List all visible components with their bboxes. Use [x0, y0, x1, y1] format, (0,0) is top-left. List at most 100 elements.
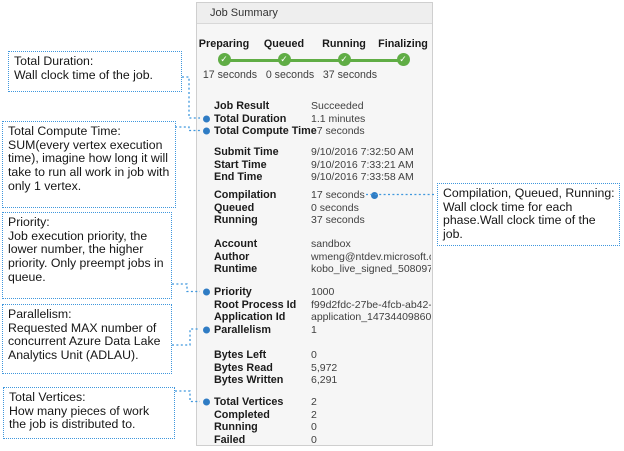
callout-body: How many pieces of work the job is distr… — [9, 403, 150, 432]
table-row: Submit Time 9/10/2016 7:32:50 AM — [197, 146, 431, 159]
row-value-text: 1000 — [311, 286, 335, 299]
table-row: Root Process Id f99d2fdc-27be-4fcb-ab42-8… — [197, 299, 431, 312]
row-value: 37 seconds — [311, 214, 431, 226]
row-value-text: wmeng@ntdev.microsoft.com — [311, 250, 431, 263]
stage-label-queued: Queued — [263, 38, 305, 50]
row-value: 0 — [311, 434, 431, 446]
row-label: Account — [214, 238, 258, 251]
stage-time: 37 seconds — [322, 69, 378, 81]
row-label: Root Process Id — [214, 298, 297, 311]
annotation-marker-icon — [203, 326, 210, 334]
row-label: Bytes Written — [214, 374, 284, 387]
row-value-text: 0 — [311, 433, 317, 446]
callout-body: SUM(every vertex execution time), imagin… — [8, 137, 170, 193]
row-label: Total Duration — [214, 112, 287, 125]
row-value: sandbox — [311, 238, 431, 250]
row-value-text: 37 seconds — [311, 214, 365, 227]
table-row: Queued 0 seconds — [197, 202, 431, 215]
row-label: Queued — [214, 201, 255, 214]
row-value: 1.1 minutes — [311, 113, 431, 125]
table-row: Total Duration 1.1 minutes — [197, 113, 431, 126]
row-label: Completed — [214, 408, 270, 421]
table-row: Runtime kobo_live_signed_5080972 — [197, 263, 431, 276]
row-value-text: 0 seconds — [311, 201, 359, 214]
row-label: Parallelism — [214, 323, 272, 336]
row-label: Priority — [214, 286, 252, 299]
callout-title: Total Compute Time: — [8, 124, 121, 138]
table-row: Failed 0 — [197, 434, 431, 447]
row-value: 2 — [311, 396, 431, 408]
row-value-text: 2 — [311, 408, 317, 421]
callout-body: Wall clock time of the job. — [14, 67, 153, 82]
table-row: Application Id application_1473440986063_… — [197, 311, 431, 324]
row-value-text: Succeeded — [311, 100, 364, 113]
row-value: application_1473440986063_1949 — [311, 311, 431, 323]
row-value-text: 2 — [311, 396, 317, 409]
row-label: Failed — [214, 433, 246, 446]
callout-title: Compilation, Queued, Running: — [443, 186, 615, 200]
row-value-text: f99d2fdc-27be-4fcb-ab42-8a41e76' — [311, 298, 431, 311]
row-label: Author — [214, 250, 250, 263]
row-value: wmeng@ntdev.microsoft.com — [311, 251, 431, 263]
stage-check-icon: ✓ — [277, 53, 291, 66]
row-value: 5,972 — [311, 362, 431, 374]
stage-label-running: Running — [322, 38, 366, 50]
row-value-text: kobo_live_signed_5080972 — [311, 263, 431, 276]
callout-title: Parallelism: — [8, 307, 72, 321]
table-row: Author wmeng@ntdev.microsoft.com — [197, 251, 431, 264]
row-value: Succeeded — [311, 100, 431, 112]
row-label: Runtime — [214, 263, 258, 276]
callout-body: Job execution priority, the lower number… — [8, 228, 164, 284]
row-value-text: 9/10/2016 7:32:50 AM — [311, 146, 414, 159]
row-value: 7 seconds — [317, 125, 431, 137]
stage-label-preparing: Preparing — [198, 38, 250, 50]
row-value-text: 9/10/2016 7:33:21 AM — [311, 158, 414, 171]
row-label: Submit Time — [214, 146, 279, 159]
callout-total-vertices: Total Vertices:How many pieces of work t… — [3, 387, 175, 439]
row-value: 1 — [311, 324, 431, 336]
stage-check-icon: ✓ — [217, 53, 231, 66]
annotation-marker-icon — [203, 398, 210, 406]
callout-total-duration: Total Duration:Wall clock time of the jo… — [8, 51, 182, 92]
row-label: Application Id — [214, 311, 286, 324]
table-row: Priority 1000 — [197, 286, 431, 299]
annotation-marker-icon — [203, 115, 210, 123]
row-value: 9/10/2016 7:32:50 AM — [311, 146, 431, 158]
stage-progress-line — [224, 58, 403, 62]
table-row: Account sandbox — [197, 238, 431, 251]
row-label: Compilation — [214, 189, 277, 202]
row-label: Start Time — [214, 158, 267, 171]
row-value-text: sandbox — [311, 238, 351, 251]
annotation-marker-icon — [203, 127, 210, 135]
row-label: Running — [214, 421, 258, 434]
row-value: 0 — [311, 349, 431, 361]
row-value-text: 0 — [311, 421, 317, 434]
row-value-text: 6,291 — [311, 374, 338, 387]
row-label: End Time — [214, 171, 263, 184]
row-label: Job Result — [214, 100, 270, 113]
panel-title: Job Summary — [197, 3, 432, 24]
row-value: 0 seconds — [311, 202, 431, 214]
annotation-marker-icon — [203, 288, 210, 296]
row-value-text: 1 — [311, 323, 317, 336]
row-label: Total Compute Time — [214, 125, 317, 138]
table-row: Start Time 9/10/2016 7:33:21 AM — [197, 159, 431, 172]
stage-check-icon: ✓ — [396, 53, 410, 66]
table-row: Job Result Succeeded — [197, 100, 431, 113]
callout-parallelism: Parallelism:Requested MAX number of conc… — [2, 304, 172, 374]
callout-title: Total Vertices: — [9, 390, 86, 404]
table-row: Completed 2 — [197, 409, 431, 422]
row-value: 6,291 — [311, 374, 431, 386]
row-value-text: 9/10/2016 7:33:58 AM — [311, 171, 414, 184]
